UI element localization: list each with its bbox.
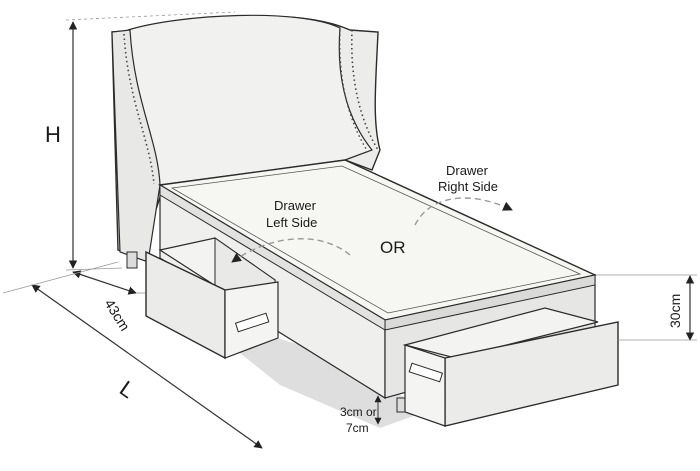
base-height-label: 30cm [667, 294, 683, 328]
or-label: OR [380, 238, 406, 257]
right-drawer-end [404, 344, 446, 427]
clearance-label-2: 7cm [346, 421, 369, 435]
stud-line-right [350, 29, 379, 151]
right-drawer-runner [408, 362, 444, 383]
clearance-label-1: 3cm or [340, 405, 377, 419]
length-ext-left [2, 261, 119, 294]
stud-line-right-inner [339, 29, 369, 153]
headboard-front [127, 14, 373, 186]
drawer-right-label-2: Right Side [438, 179, 498, 194]
length-label: L [115, 376, 139, 404]
height-label: H [45, 122, 61, 147]
length-dim-line [31, 284, 263, 449]
depth-dim-line [72, 270, 137, 295]
height-ext-top [65, 11, 236, 21]
depth-label: 43cm [101, 296, 133, 334]
mattress-top-inner [170, 165, 582, 314]
drawer-left-label-2: Left Side [266, 215, 317, 230]
drawer-left-label-1: Drawer [274, 198, 317, 213]
drawer-right-label-1: Drawer [446, 163, 489, 178]
leg-back-left [126, 251, 138, 269]
height-ext-bottom [65, 267, 123, 271]
mattress-edge-foot [384, 274, 596, 331]
drawer-left-arrow [231, 238, 351, 263]
drawer-right-arrow [414, 197, 513, 226]
